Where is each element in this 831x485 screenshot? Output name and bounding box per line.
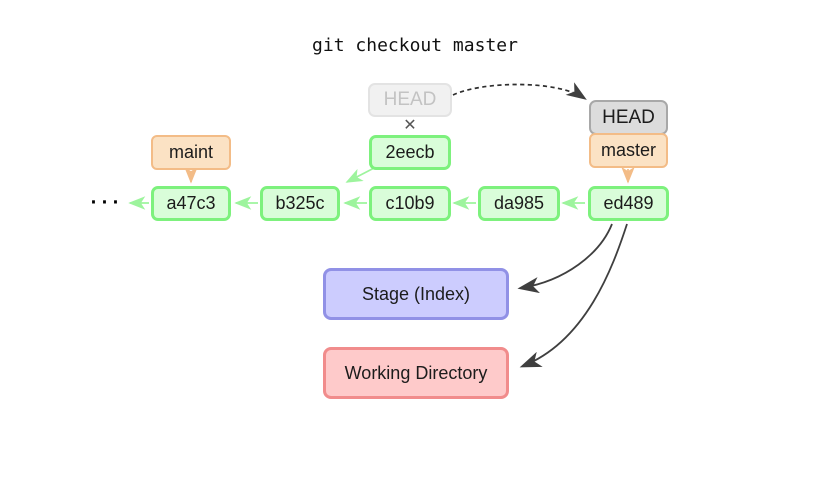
commit-node-ed489: ed489 [588,186,669,221]
commit-node-c10b9: c10b9 [369,186,451,221]
old-head-pointer: HEAD [368,83,452,117]
arrow-ed489-to-working-directory [519,223,628,368]
arrow-2eecb-to-b325c [345,166,377,183]
new-head-pointer: HEAD [589,100,668,135]
broken-link-cross-icon: ✕ [403,117,417,134]
branch-tag-maint: maint [151,135,231,170]
commit-node-da985: da985 [478,186,560,221]
history-ellipsis: ··· [88,184,122,217]
working-directory-box: Working Directory [323,347,509,399]
stage-index-box: Stage (Index) [323,268,509,320]
commit-node-a47c3: a47c3 [151,186,231,221]
page-title: git checkout master [312,35,518,56]
arrow-head-move-dashed [452,82,587,100]
branch-tag-master: master [589,133,668,168]
commit-node-2eecb: 2eecb [369,135,451,170]
arrow-ed489-to-stage [517,223,613,294]
commit-node-b325c: b325c [260,186,340,221]
